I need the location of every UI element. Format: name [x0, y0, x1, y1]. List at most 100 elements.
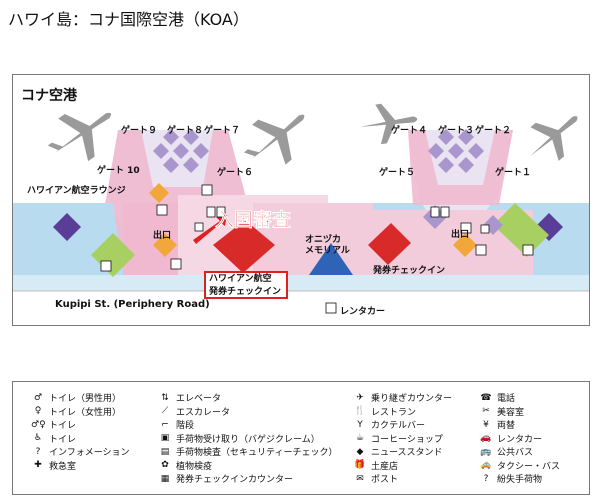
post-icon: ✉	[356, 473, 364, 484]
legend-item: ⌐階段	[158, 418, 337, 432]
legend-label: 土産店	[371, 461, 399, 472]
exit-label-right: 出口	[451, 230, 470, 240]
legend-item: Y カクテルバー	[353, 418, 452, 432]
legend-item: 🚗 レンタカー	[479, 432, 560, 446]
public-bus-icon: 🚌	[480, 446, 492, 457]
legend-label: 発券チェックインカウンター	[176, 475, 294, 486]
lounge-label: ハワイアン航空ラウンジ	[27, 186, 126, 196]
legend-item: ♂ トイレ（男性用）	[31, 391, 130, 405]
airplane-icon	[360, 103, 418, 145]
legend-item: ✚救急室	[31, 459, 130, 473]
map-symbols	[100, 184, 534, 314]
toilet-women-icon: ♀	[34, 406, 42, 417]
hawaiian-checkin-callout: ハワイアン航空 発券チェックイン	[204, 271, 288, 299]
gate-5-label: ゲート５	[379, 168, 416, 178]
legend-label: エレベータ	[176, 394, 222, 405]
airplane-icon	[530, 116, 578, 161]
airport-map: コナ空港 ゲート９ ゲート８ ゲート７ ゲート 10 ゲート６ ゲート４ ゲート…	[12, 74, 590, 326]
onizuka-memorial	[309, 243, 353, 275]
page-title: ハワイ島：コナ国際空港（KOA）	[8, 10, 249, 29]
checkin-counter-icon: ▦	[160, 473, 170, 484]
rental-car-label: レンタカー	[340, 307, 386, 317]
green-zone-right	[493, 203, 549, 257]
telephone-icon: ☎	[480, 392, 492, 403]
escalator-icon: ⟋	[161, 406, 169, 417]
legend-label: 手荷物受け取り（バゲジクレーム）	[176, 434, 320, 445]
cocktail-bar-icon: Y	[357, 419, 363, 430]
legend-label: 手荷物検査（セキュリティーチェック）	[176, 448, 338, 459]
legend-label: 紛失手荷物	[497, 475, 543, 486]
baggage-claim-icon: ▣	[160, 433, 170, 444]
map-drawing	[13, 103, 589, 325]
orange-zone-lounge	[149, 183, 169, 203]
direction-arrow	[193, 215, 227, 244]
toilet-men-icon: ♂	[33, 392, 43, 403]
purple-block-left	[53, 213, 81, 241]
rental-car-icon: 🚗	[480, 433, 492, 444]
legend-item: ⇅ エレベータ	[158, 391, 337, 405]
gate-10-label: ゲート 10	[97, 166, 140, 176]
legend-label: 救急室	[49, 461, 77, 472]
road	[13, 291, 589, 325]
gate-4-label: ゲート４	[391, 126, 428, 136]
taxi-bus-icon: 🚕	[480, 460, 492, 471]
information-icon: ?	[35, 446, 41, 457]
gate-9-label: ゲート９	[121, 126, 158, 136]
legend-label: ポスト	[371, 475, 399, 486]
legend-label: ニューススタンド	[371, 448, 443, 459]
legend-label: レンタカー	[497, 434, 543, 445]
legend-item: ✂美容室	[479, 405, 560, 419]
immigration-label: 入国審査	[215, 209, 292, 231]
legend-item: ¥両替	[479, 418, 560, 432]
checkin-right-label: 発券チェックイン	[373, 266, 446, 276]
legend-label: 植物検疫	[176, 461, 213, 472]
legend-label: トイレ（男性用）	[49, 394, 122, 405]
legend-item: ▣ 手荷物受け取り（バゲジクレーム）	[158, 432, 337, 446]
coffee-shop-icon: ☕	[355, 433, 365, 444]
legend-item: ♿トイレ	[31, 432, 130, 446]
security-icon: ▤	[160, 446, 170, 457]
airplane-icon	[47, 112, 112, 162]
legend-label: 公共バス	[497, 448, 534, 459]
legend-label: エスカレータ	[176, 407, 231, 418]
legend-label: トイレ（女性用）	[49, 407, 122, 418]
legend-label: トイレ	[49, 421, 77, 432]
legend-label: コーヒーショップ	[371, 434, 443, 445]
legend-item: ?紛失手荷物	[479, 472, 560, 486]
airplane-icon	[243, 114, 305, 165]
elevator-icon: ⇅	[161, 392, 169, 403]
currency-exchange-icon: ¥	[483, 419, 489, 430]
legend-label: 階段	[176, 421, 195, 432]
legend-item: ✈乗り継ぎカウンター	[353, 391, 452, 405]
legend-item: ☎ 電話	[479, 391, 560, 405]
newsstand-icon: ◆	[356, 446, 364, 457]
legend-item: ✿ 植物検疫	[158, 459, 337, 473]
right-gate-diamonds	[428, 129, 484, 173]
toilet-icon: ♂♀	[31, 419, 46, 430]
legend-item: 🚕タクシー・バス	[479, 459, 560, 473]
legend-item: ? インフォメーション	[31, 445, 130, 459]
legend-item: ☕ コーヒーショップ	[353, 432, 452, 446]
legend-label: 乗り継ぎカウンター	[371, 394, 453, 405]
legend-item: ♂♀トイレ	[31, 418, 130, 432]
legend-column-1: ♂ トイレ（男性用） ♀ トイレ（女性用）♂♀トイレ♿トイレ? インフォメーション✚救急…	[31, 391, 130, 472]
legend-item: ✉ ポスト	[353, 472, 452, 486]
legend-label: レストラン	[371, 407, 417, 418]
gate-7-label: ゲート７	[204, 126, 241, 136]
legend-label: トイレ	[49, 434, 77, 445]
legend-label: 電話	[497, 394, 516, 405]
gate-8-label: ゲート８	[167, 126, 204, 136]
checkin-area-hawaiian	[213, 220, 275, 273]
legend-column-2: ⇅ エレベータ ⟋ エスカレータ⌐階段▣ 手荷物受け取り（バゲジクレーム） ▤ 手荷物検査（…	[158, 391, 338, 486]
checkin-area-right	[368, 223, 411, 265]
orange-zone-right	[453, 233, 477, 257]
gift-shop-icon: 🎁	[354, 460, 366, 471]
restaurant-icon: 🍴	[354, 406, 366, 417]
legend-label: インフォメーション	[49, 448, 130, 459]
legend-item: 🚌 公共バス	[479, 445, 560, 459]
legend-item: 🍴 レストラン	[353, 405, 452, 419]
map-title: コナ空港	[21, 88, 77, 104]
plant-inspection-icon: ✿	[161, 460, 169, 471]
legend-label: カクテルバー	[371, 421, 426, 432]
beauty-salon-icon: ✂	[482, 406, 490, 417]
